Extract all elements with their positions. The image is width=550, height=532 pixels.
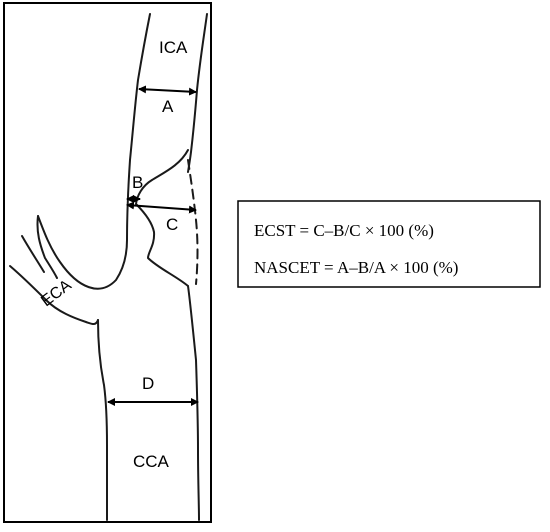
formula-box: [237, 200, 541, 288]
original-lumen-dashed: [187, 159, 199, 285]
label-eca: ECA: [38, 277, 75, 311]
measure-a-arrow: [138, 85, 197, 96]
eca-branch-outer: [36, 215, 58, 279]
formula-nascet: NASCET = A–B/A × 100 (%): [254, 258, 458, 277]
measure-c-arrow: [126, 201, 197, 214]
label-ica: ICA: [159, 38, 188, 57]
plaque-outline: [135, 149, 189, 287]
eca-branch-middle: [21, 235, 45, 273]
label-measure-b: B: [132, 173, 143, 192]
label-measure-c: C: [166, 215, 178, 234]
cca-left-wall: [97, 319, 108, 521]
diagram-frame: [3, 2, 212, 523]
ica-right-wall: [187, 13, 208, 173]
label-measure-d: D: [142, 374, 154, 393]
formula-ecst: ECST = C–B/C × 100 (%): [254, 221, 434, 240]
eca-branch-lower: [9, 265, 99, 325]
label-measure-a: A: [162, 97, 174, 116]
label-cca: CCA: [133, 452, 170, 471]
ica-left-wall: [37, 13, 151, 290]
